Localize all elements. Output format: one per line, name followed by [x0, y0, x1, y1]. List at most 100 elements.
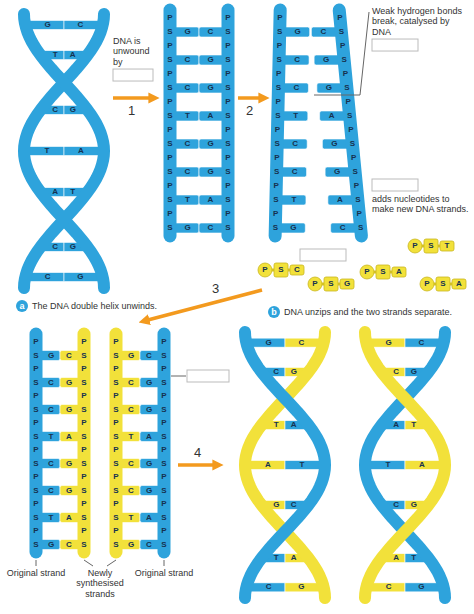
base-letter: A: [419, 461, 425, 469]
base-letter: S: [161, 541, 166, 549]
phosphate: [360, 265, 374, 279]
base-letter: T: [411, 554, 416, 562]
base-letter: C: [393, 368, 399, 376]
base-letter: S: [161, 460, 166, 468]
base-letter: G: [386, 339, 392, 347]
base-letter: S: [113, 487, 118, 495]
base-letter: P: [262, 266, 267, 274]
phosphate: [308, 277, 322, 291]
base-letter: G: [418, 583, 424, 591]
base-letter: S: [167, 56, 172, 64]
base-letter: P: [225, 126, 230, 134]
base-letter: G: [290, 224, 296, 232]
base-letter: S: [273, 196, 278, 204]
base-letter: T: [49, 514, 54, 522]
base-letter: P: [161, 500, 166, 508]
base-letter: P: [81, 338, 86, 346]
base-letter: G: [331, 140, 337, 148]
base-letter: P: [277, 42, 282, 50]
base-letter: C: [128, 460, 134, 468]
stage-letter: a: [16, 300, 28, 312]
base-letter: T: [70, 188, 75, 196]
base-letter: P: [113, 338, 118, 346]
base-letter: A: [265, 461, 271, 469]
base-letter: P: [340, 42, 345, 50]
base-letter: C: [66, 352, 72, 360]
base-letter: S: [167, 28, 172, 36]
step-number: 3: [212, 282, 219, 295]
base-letter: G: [411, 501, 417, 509]
base-letter: P: [81, 392, 86, 400]
stage-text: DNA unzips and the two strands separate.: [284, 307, 452, 317]
base-letter: C: [294, 266, 300, 274]
base-letter: S: [341, 56, 346, 64]
base-letter: C: [48, 487, 54, 495]
step-number: 1: [128, 104, 135, 117]
base-letter: P: [113, 365, 118, 373]
base-letter: S: [273, 224, 278, 232]
base-letter: P: [167, 210, 172, 218]
base-letter: S: [225, 56, 230, 64]
base-letter: S: [113, 352, 118, 360]
base-letter: G: [291, 368, 297, 376]
base-letter: S: [113, 406, 118, 414]
base-letter: C: [393, 501, 399, 509]
sugar-phosphate-backbone: [110, 334, 123, 552]
base-letter: S: [225, 196, 230, 204]
callout-note: adds nucleotides to make new DNA strands…: [372, 194, 470, 215]
base-letter: S: [113, 433, 118, 441]
base-letter: G: [66, 379, 72, 387]
base-letter: G: [77, 273, 83, 281]
sugar-phosphate-backbone: [164, 10, 177, 236]
step-arrow: [113, 96, 154, 100]
base-letter: S: [167, 196, 172, 204]
base-letter: P: [277, 14, 282, 22]
base-letter: S: [81, 433, 86, 441]
base-letter: C: [418, 339, 424, 347]
base-letter: G: [207, 84, 213, 92]
sugar-phosphate-backbone: [245, 332, 325, 598]
base-letter: G: [207, 140, 213, 148]
base-letter: C: [185, 56, 191, 64]
base-letter: C: [52, 243, 58, 251]
step-number: 4: [194, 446, 201, 459]
base-letter: G: [128, 352, 134, 360]
base-letter: P: [33, 419, 38, 427]
base-letter: P: [113, 500, 118, 508]
base-letter: S: [161, 379, 166, 387]
base-letter: P: [351, 154, 356, 162]
sugar-phosphate-backbone: [365, 332, 445, 598]
base-letter: S: [161, 487, 166, 495]
base-letter: P: [33, 392, 38, 400]
base-letter: S: [275, 112, 280, 120]
base-letter: P: [167, 182, 172, 190]
base-letter: T: [274, 554, 279, 562]
base-letter: S: [225, 84, 230, 92]
sugar: [274, 263, 288, 277]
leader-line: [164, 560, 165, 566]
base-letter: P: [33, 527, 38, 535]
sugar-phosphate-backbone: [78, 334, 91, 552]
base-letter: S: [33, 406, 38, 414]
base-letter: S: [113, 514, 118, 522]
stage-text: The DNA double helix unwinds.: [32, 301, 157, 311]
base-letter: S: [274, 168, 279, 176]
base-letter: S: [225, 168, 230, 176]
base-letter: T: [291, 196, 296, 204]
base-letter: S: [113, 379, 118, 387]
sugar: [324, 277, 338, 291]
base-letter: P: [348, 126, 353, 134]
base-letter: P: [273, 210, 278, 218]
base-letter: C: [386, 583, 392, 591]
step-note: DNA is unwound by: [113, 36, 159, 67]
base-letter: P: [357, 210, 362, 218]
base-letter: S: [275, 140, 280, 148]
base-letter: G: [66, 460, 72, 468]
base-letter: G: [146, 379, 152, 387]
base-letter: T: [445, 242, 450, 250]
base-letter: P: [225, 154, 230, 162]
base-letter: C: [266, 583, 272, 591]
base-letter: S: [161, 433, 166, 441]
base-letter: P: [33, 446, 38, 454]
base-letter: P: [33, 473, 38, 481]
